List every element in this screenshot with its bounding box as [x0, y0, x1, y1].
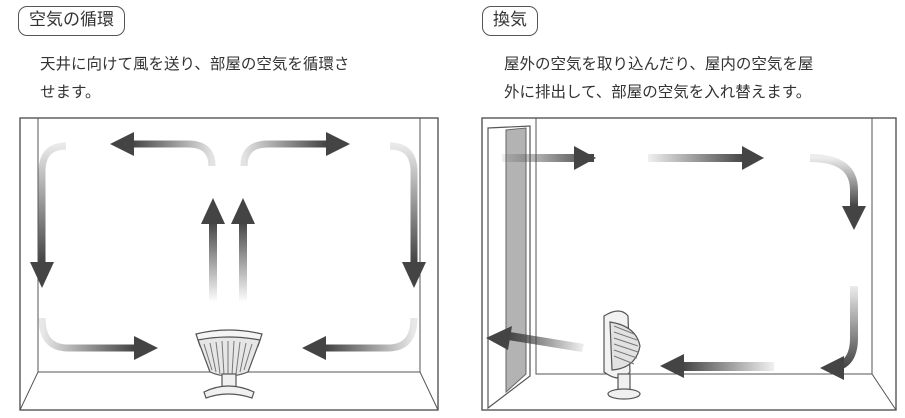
window-icon	[487, 125, 531, 410]
ventilation-description-line-1: 屋外の空気を取り込んだり、屋内の空気を屋	[504, 55, 814, 73]
arrow-top-left	[132, 140, 216, 167]
arrow-intake	[502, 154, 594, 162]
arrow-up-left	[209, 222, 217, 302]
ventilation-description: 屋外の空気を取り込んだり、屋内の空気を屋 外に排出して、部屋の空気を入れ替えます…	[504, 50, 813, 106]
circulation-description-line-2: せます。	[40, 83, 101, 101]
circulation-description-line-1: 天井に向けて風を送り、部屋の空気を循環さ	[40, 55, 350, 73]
arrow-right-down	[809, 154, 858, 206]
arrow-bottom-left	[38, 317, 134, 352]
arrow-floor-left	[682, 362, 774, 371]
ventilation-description-line-2: 外に排出して、部屋の空気を入れ替えます。	[504, 83, 812, 101]
arrow-right-down	[389, 142, 418, 262]
arrow-top-right	[240, 140, 326, 167]
circulator-fan-icon	[603, 310, 641, 400]
room-outline	[481, 117, 897, 411]
arrow-up-right	[239, 222, 247, 302]
arrow-left-down	[38, 142, 67, 262]
circulation-room-illustration	[19, 117, 439, 411]
ventilation-room-illustration	[481, 117, 897, 411]
arrow-top-middle	[648, 154, 744, 162]
circulation-panel: 空気の循環 天井に向けて風を送り、部屋の空気を循環さ せます。	[0, 0, 452, 418]
ventilation-panel: 換気 屋外の空気を取り込んだり、屋内の空気を屋 外に排出して、部屋の空気を入れ替…	[452, 0, 905, 418]
arrow-exhaust	[508, 332, 584, 352]
ventilation-title: 換気	[482, 6, 538, 36]
arrow-right-bottom	[827, 286, 858, 372]
arrow-bottom-right	[326, 317, 418, 352]
circulation-title: 空気の循環	[18, 6, 125, 36]
circulation-description: 天井に向けて風を送り、部屋の空気を循環さ せます。	[40, 50, 349, 106]
circulator-fan-icon	[195, 329, 263, 399]
